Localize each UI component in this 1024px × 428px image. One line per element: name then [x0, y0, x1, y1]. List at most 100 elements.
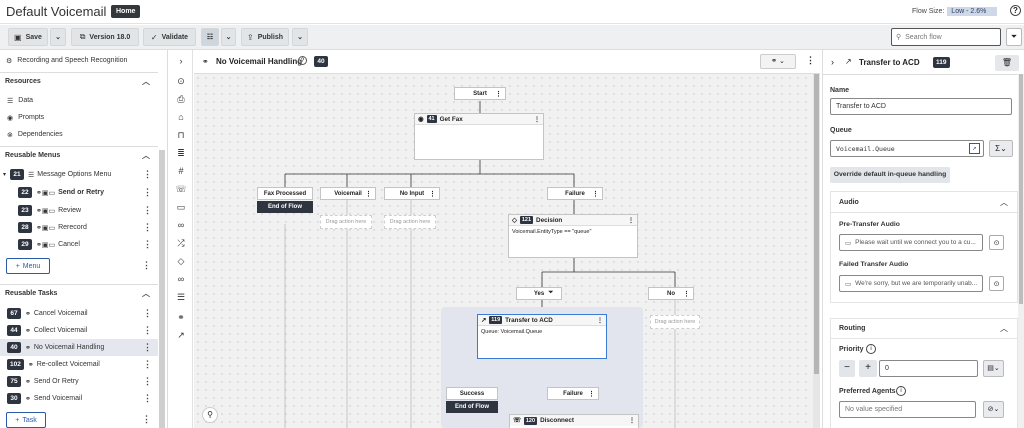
menu-item[interactable]: ▾21☰Message Options Menu⋮ — [3, 169, 152, 180]
more-icon[interactable]: ⋮ — [143, 222, 152, 232]
menu-item[interactable]: 29⚭▣▭Cancel⋮ — [0, 236, 158, 253]
more-icon[interactable]: ⋮ — [143, 325, 152, 335]
more-icon[interactable]: ⋮ — [592, 190, 599, 198]
publish-menu-button[interactable]: ⌄ — [292, 28, 308, 46]
save-menu-button[interactable]: ⌄ — [50, 28, 66, 46]
menu-item[interactable]: 28⚭▣▭Rerecord⋮ — [0, 219, 158, 236]
more-icon[interactable]: ⋮ — [533, 115, 540, 123]
more-icon[interactable]: ⋮ — [495, 90, 502, 98]
task-item[interactable]: 67⚭Cancel Voicemail⋮ — [0, 305, 158, 322]
reusable-menus-header[interactable]: Reusable Menus︿ — [0, 147, 158, 164]
play-pre-audio-button[interactable]: ⊙ — [989, 235, 1004, 250]
path-voicemail[interactable]: Voicemail⋮ — [320, 187, 376, 200]
add-menu-button[interactable]: +Menu — [6, 258, 50, 274]
task-item[interactable]: 75⚭Send Or Retry⋮ — [0, 373, 158, 390]
shuffle-icon[interactable]: ⤮ — [177, 238, 185, 248]
task-item[interactable]: 30⚭Send Voicemail⋮ — [0, 390, 158, 407]
more-icon[interactable]: ⋮ — [683, 290, 690, 298]
path-fax-processed[interactable]: Fax Processed — [257, 187, 313, 200]
home-button[interactable]: Home — [111, 5, 141, 18]
more-icon[interactable]: ⋮ — [143, 393, 152, 403]
more-icon[interactable]: ⋮ — [143, 205, 152, 215]
save-button[interactable]: ▣Save — [8, 28, 48, 46]
expand-expression-icon[interactable]: ↗ — [969, 143, 980, 154]
more-icon[interactable]: ⋮ — [143, 308, 152, 318]
more-icon[interactable]: ⋮ — [588, 390, 595, 398]
hash-icon[interactable]: # — [178, 166, 184, 176]
more-icon[interactable]: ⋮ — [365, 190, 372, 198]
task-icon[interactable]: ⚭ — [177, 312, 185, 322]
database-icon[interactable]: ≣ — [177, 148, 185, 158]
routing-header[interactable]: Routing — [839, 325, 866, 332]
chevron-up-icon[interactable]: ︿ — [1000, 324, 1008, 333]
play-icon[interactable]: ⊙ — [177, 76, 185, 86]
more-icon[interactable]: ⋮ — [143, 239, 152, 249]
validate-button[interactable]: ✓Validate — [143, 28, 196, 46]
layout-menu-button[interactable]: ⚭ ⌄ — [760, 54, 796, 69]
path-no[interactable]: No⋮ — [648, 287, 694, 300]
binoculars-icon[interactable]: ∞ — [177, 220, 185, 230]
path-success[interactable]: Success — [446, 387, 498, 400]
version-button[interactable]: ⧉Version 18.0 — [71, 28, 139, 46]
menu-item[interactable]: 23⚭▣▭Review⋮ — [0, 202, 158, 219]
resource-data[interactable]: ☰Data — [7, 97, 34, 105]
tag-icon[interactable]: ⌂ — [178, 112, 184, 122]
path-yes[interactable]: Yes — [516, 287, 562, 300]
drop-zone[interactable]: Drag action here — [650, 315, 700, 329]
menu-item[interactable]: 22⚭▣▭Send or Retry⋮ — [0, 184, 158, 201]
more-icon[interactable]: ⋮ — [806, 55, 815, 65]
decision-icon[interactable]: ◇ — [177, 256, 185, 266]
start-node[interactable]: Start⋮ — [454, 87, 506, 100]
resources-header[interactable]: Resources︿ — [0, 73, 158, 90]
audio-header[interactable]: Audio — [839, 199, 859, 206]
play-failed-audio-button[interactable]: ⊙ — [989, 276, 1004, 291]
more-icon[interactable]: ⋮ — [142, 414, 151, 424]
more-icon[interactable]: ⋮ — [596, 316, 603, 324]
canvas-search-icon[interactable]: ⚲ — [202, 407, 218, 423]
info-icon[interactable]: i — [896, 386, 906, 396]
drop-zone[interactable]: Drag action here — [320, 215, 372, 229]
path-failure-2[interactable]: Failure⋮ — [547, 387, 599, 400]
lock-icon[interactable]: ⊓ — [177, 130, 185, 140]
loop-icon[interactable]: ∞ — [177, 274, 185, 284]
task-item[interactable]: 44⚭Collect Voicemail⋮ — [0, 322, 158, 339]
right-scrollbar[interactable] — [1018, 74, 1024, 428]
path-no-input[interactable]: No Input⋮ — [384, 187, 440, 200]
canvas-scrollbar[interactable] — [813, 74, 820, 428]
more-icon[interactable]: ⋮ — [143, 376, 152, 386]
delete-button[interactable]: 🗑 — [995, 55, 1019, 71]
more-icon[interactable]: ⋮ — [143, 187, 152, 197]
name-field[interactable]: Transfer to ACD — [830, 98, 1012, 115]
more-icon[interactable]: ⋮ — [627, 216, 634, 224]
search-input[interactable]: ⚲Search flow — [891, 28, 1001, 46]
expand-icon[interactable]: › — [179, 56, 183, 66]
more-icon[interactable]: ⋮ — [429, 190, 436, 198]
recording-speech-item[interactable]: ⚙Recording and Speech Recognition — [6, 57, 128, 65]
image-icon[interactable]: ▭ — [176, 202, 186, 212]
help-icon[interactable]: ? — [298, 56, 307, 65]
more-icon[interactable]: ⋮ — [143, 359, 152, 369]
increment-priority-button[interactable]: + — [859, 360, 877, 377]
left-scrollbar[interactable] — [159, 150, 165, 428]
help-icon[interactable]: ? — [1010, 5, 1021, 16]
resource-prompts[interactable]: ◉Prompts — [7, 114, 45, 122]
drop-zone[interactable]: Drag action here — [384, 215, 436, 229]
decrement-priority-button[interactable]: − — [839, 360, 855, 377]
resource-dependencies[interactable]: ⊗Dependencies — [7, 131, 63, 139]
filter-icon[interactable]: ⏷ — [548, 289, 554, 296]
more-icon[interactable]: ⋮ — [142, 260, 151, 270]
agents-mode-button[interactable]: ⊘⌄ — [983, 401, 1004, 418]
more-icon[interactable]: ⋮ — [628, 417, 635, 424]
list-view-button[interactable]: ☷ — [201, 28, 219, 46]
pre-transfer-field[interactable]: ▭Please wait until we connect you to a c… — [839, 234, 983, 251]
priority-field[interactable]: 0 — [879, 360, 978, 377]
end-of-flow-node[interactable]: End of Flow — [446, 401, 498, 413]
more-icon[interactable]: ⋮ — [143, 342, 152, 352]
override-queue-button[interactable]: Override default in-queue handling — [830, 167, 950, 183]
publish-button[interactable]: ⇪Publish — [241, 28, 289, 46]
phone-icon[interactable]: ☏ — [175, 184, 187, 194]
